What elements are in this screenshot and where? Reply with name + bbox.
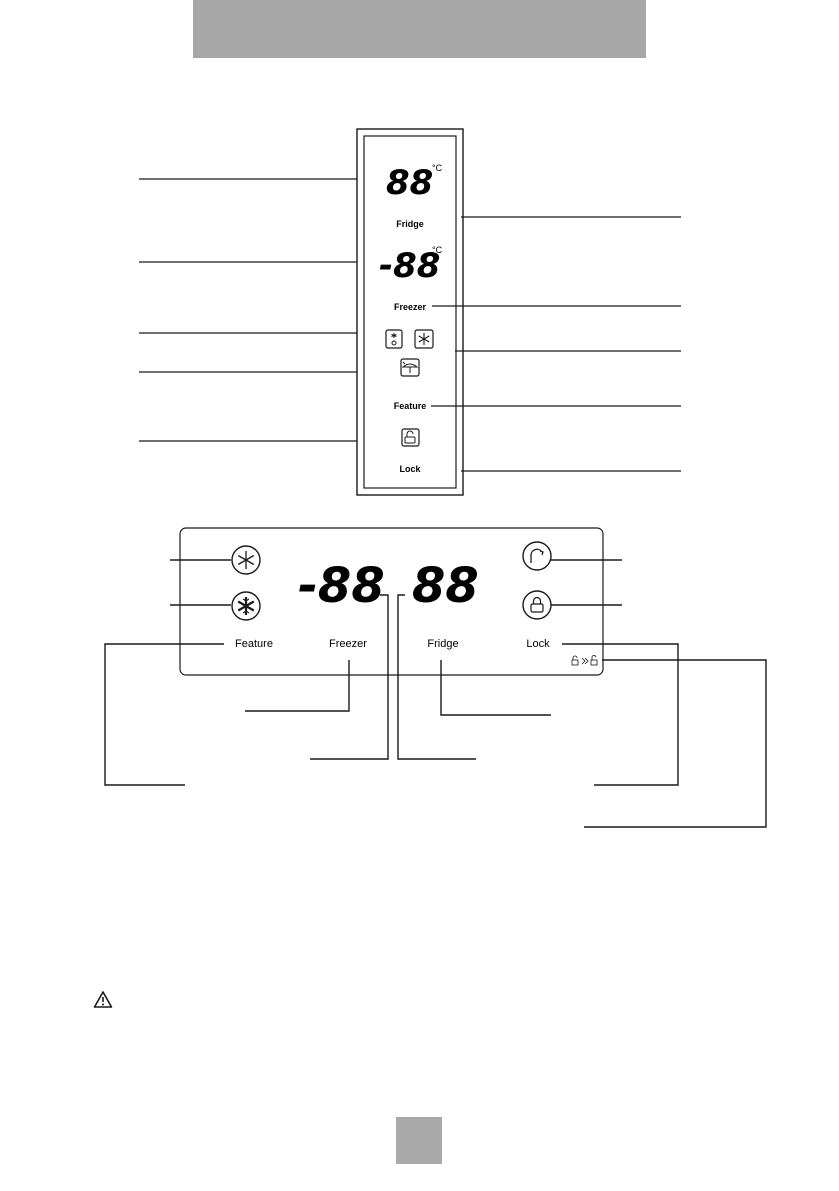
vertical-fridge-label: Fridge	[396, 219, 424, 229]
callout-line	[104, 643, 224, 786]
page-number-badge	[396, 1117, 442, 1164]
horizontal-freezer-label: Freezer	[329, 638, 367, 650]
horizontal-feature-label: Feature	[235, 638, 273, 650]
vertical-panel-inner	[363, 135, 457, 489]
callout-line	[440, 660, 551, 716]
holiday-icon[interactable]	[400, 358, 420, 377]
horizontal-callouts	[104, 559, 767, 828]
horizontal-freezer-temp-display: -88	[298, 558, 385, 614]
vertical-left-callouts	[139, 178, 357, 442]
vertical-panel-outer	[356, 128, 464, 496]
vertical-lock-label: Lock	[399, 464, 421, 474]
asterisk-icon[interactable]	[231, 545, 261, 575]
holiday-circle-icon[interactable]	[522, 541, 552, 571]
snowflake-icon[interactable]	[231, 591, 261, 621]
horizontal-lock-label: Lock	[526, 638, 550, 650]
vertical-right-callouts	[431, 216, 681, 472]
warning-icon	[93, 991, 113, 1008]
horizontal-fridge-label: Fridge	[427, 638, 458, 650]
lock-icon[interactable]	[522, 590, 552, 620]
unlock-icon[interactable]	[401, 428, 420, 447]
vertical-feature-label: Feature	[394, 401, 427, 411]
callout-line	[584, 659, 767, 828]
vertical-freezer-temp-display: -88	[379, 246, 440, 286]
callout-line	[310, 594, 389, 760]
callout-line	[245, 660, 350, 712]
header-bar	[193, 0, 646, 58]
lock-indicator-icon	[571, 655, 598, 666]
callout-line	[562, 643, 679, 786]
fridge-cooling-icon[interactable]	[385, 329, 403, 349]
horizontal-panel	[179, 527, 604, 676]
freezer-snowflake-icon[interactable]	[414, 329, 434, 349]
vertical-freezer-label: Freezer	[394, 302, 427, 312]
vertical-fridge-temp-display: 88	[386, 163, 433, 203]
vertical-fridge-unit: °C	[432, 163, 443, 173]
callout-line	[397, 594, 476, 760]
vertical-freezer-unit: °C	[432, 245, 443, 255]
horizontal-fridge-temp-display: 88	[412, 558, 479, 614]
